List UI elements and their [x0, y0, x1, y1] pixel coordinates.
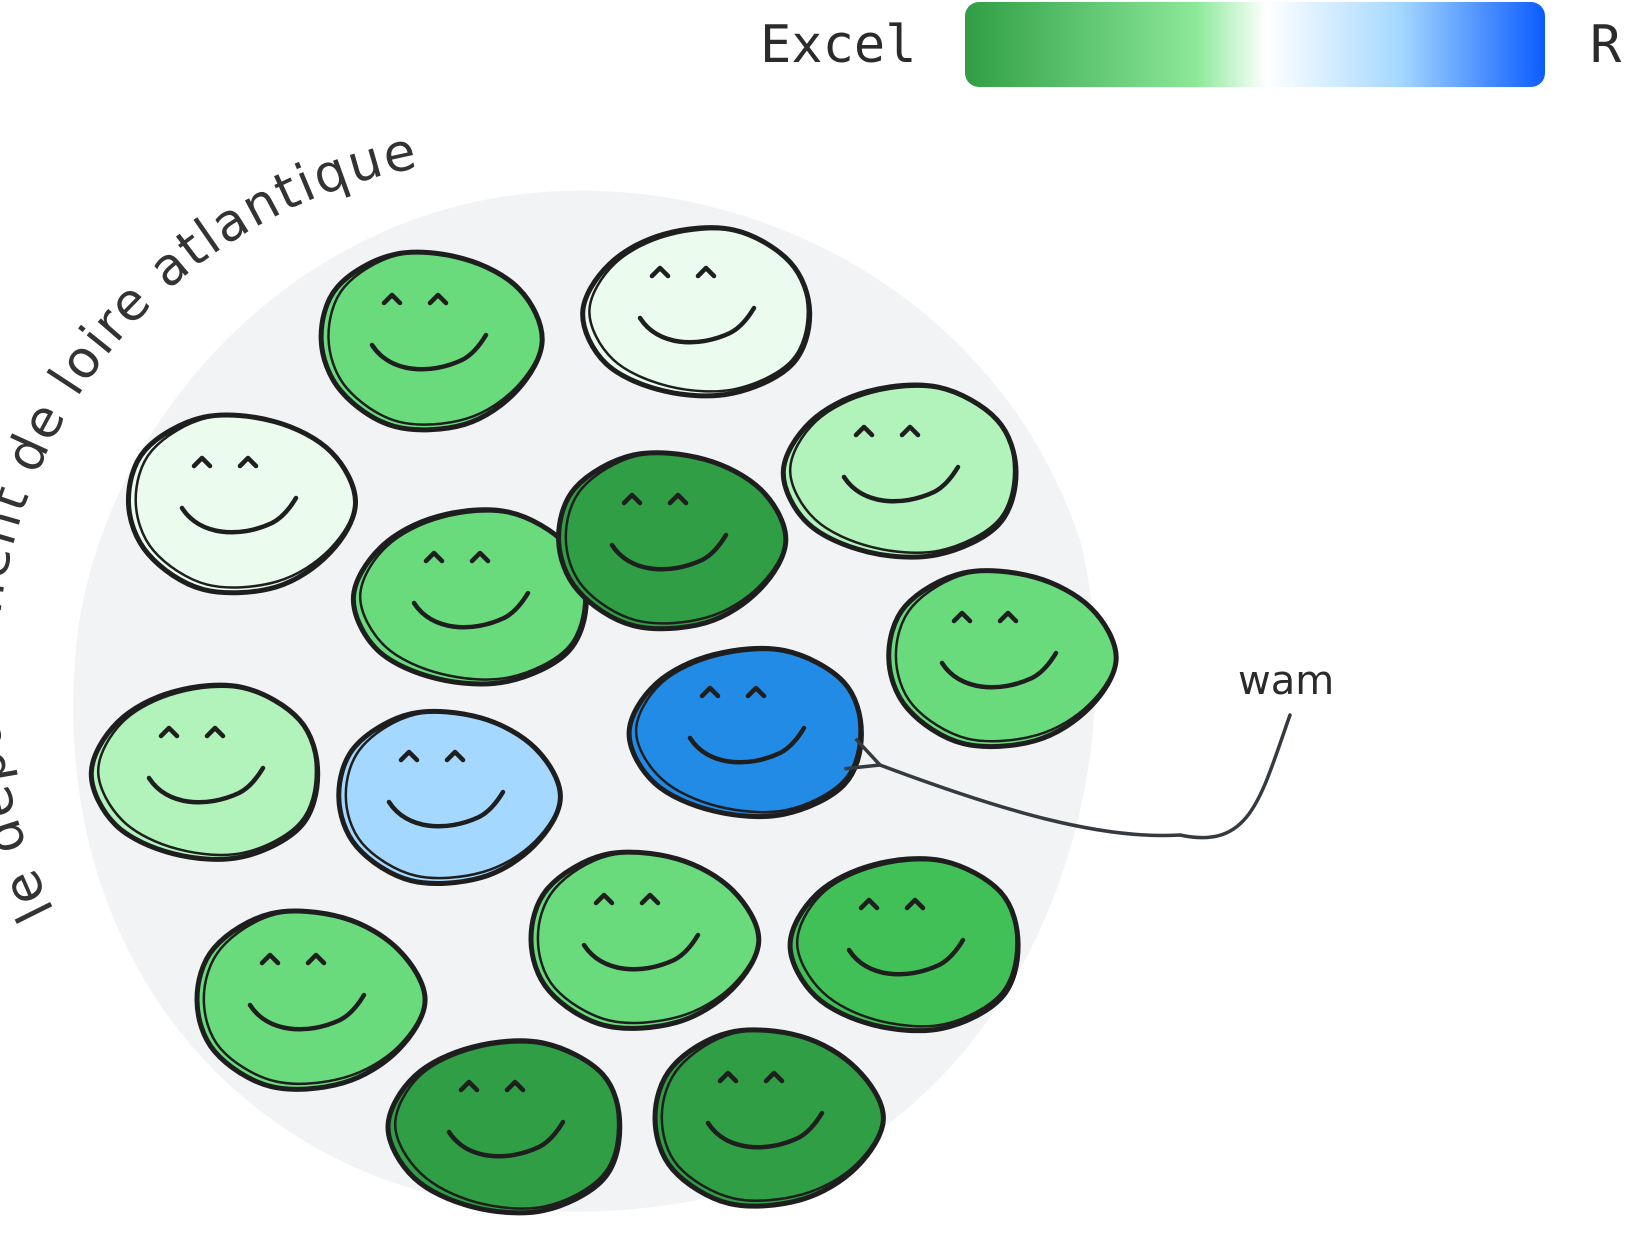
annotation-arrow	[844, 713, 1292, 840]
face-smile	[609, 532, 729, 572]
face-6	[780, 382, 1019, 560]
face-11	[528, 849, 762, 1031]
face-smile	[687, 725, 807, 765]
face-smile	[386, 789, 506, 829]
face-7	[886, 568, 1119, 750]
face-2	[580, 225, 813, 399]
face-smile	[637, 305, 757, 345]
legend-right-label: R	[1590, 15, 1622, 75]
face-sketch-outline	[202, 910, 427, 1086]
face-eyes	[649, 265, 717, 279]
face-sketch-outline	[327, 251, 544, 426]
face-smile	[411, 590, 531, 630]
face-eyes	[191, 455, 259, 469]
face-sketch-outline	[393, 1041, 620, 1210]
face-eyes	[858, 897, 926, 911]
annotation: wam	[844, 658, 1334, 840]
face-eyes	[158, 725, 226, 739]
face-14	[385, 1038, 623, 1216]
face-15	[652, 1027, 886, 1209]
face-eyes	[398, 749, 466, 763]
face-eyes	[717, 1070, 785, 1084]
face-smile	[841, 464, 961, 504]
face-sketch-outline	[344, 710, 562, 880]
face-sketch-outline	[634, 648, 861, 814]
face-eyes	[259, 952, 327, 966]
face-smile	[179, 495, 299, 535]
face-body	[385, 1038, 623, 1216]
face-sketch-outline	[358, 510, 586, 681]
faces-group	[88, 225, 1119, 1216]
face-sketch-outline	[134, 414, 357, 589]
face-1	[318, 249, 545, 433]
face-eyes	[621, 492, 689, 506]
face-smile	[146, 765, 266, 805]
face-13	[194, 908, 428, 1092]
legend-gradient-bar	[965, 2, 1545, 87]
face-3	[125, 412, 359, 596]
face-smile	[369, 332, 489, 372]
face-smile	[446, 1119, 566, 1159]
legend-left-label: Excel	[760, 15, 917, 75]
face-4	[350, 507, 589, 687]
face-9	[336, 708, 563, 886]
face-eyes	[853, 424, 921, 438]
face-smile	[846, 937, 966, 977]
face-sketch-outline	[788, 385, 1016, 555]
face-smile	[247, 992, 367, 1032]
face-sketch-outline	[660, 1029, 885, 1202]
face-eyes	[423, 550, 491, 564]
face-10	[626, 645, 864, 820]
face-smile	[705, 1110, 825, 1150]
face-sketch-outline	[894, 569, 1118, 743]
face-eyes	[381, 292, 449, 306]
annotation-label: wam	[1238, 658, 1334, 704]
face-smile	[939, 650, 1059, 690]
face-sketch-outline	[564, 451, 787, 625]
face-smile	[581, 932, 701, 972]
face-eyes	[593, 892, 661, 906]
color-legend: Excel R	[760, 2, 1622, 87]
face-sketch-outline	[795, 858, 1018, 1028]
face-sketch-outline	[588, 227, 810, 393]
face-sketch-outline	[96, 685, 318, 857]
face-8	[88, 682, 321, 862]
face-12	[787, 856, 1021, 1034]
face-eyes	[699, 685, 767, 699]
face-sketch-outline	[536, 851, 760, 1025]
face-5	[556, 450, 789, 632]
face-eyes	[458, 1079, 526, 1093]
face-eyes	[951, 610, 1019, 624]
